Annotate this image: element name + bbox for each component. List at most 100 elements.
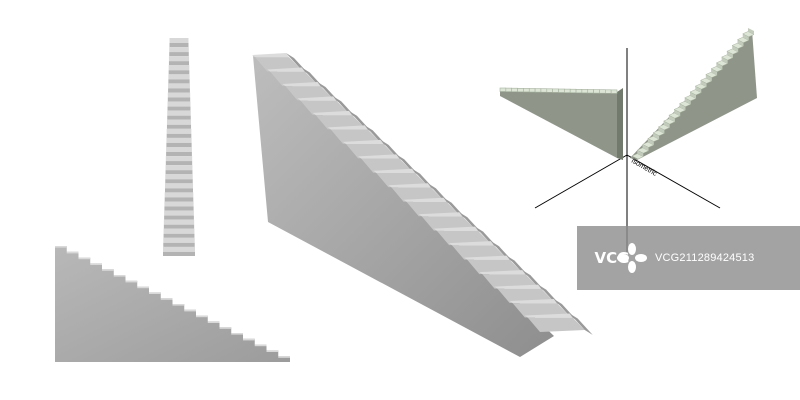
stair-tread: [403, 197, 447, 202]
profile-step-edge: [266, 350, 279, 352]
iso-riser: [705, 74, 712, 82]
stair-tread: [327, 125, 368, 130]
stair-riser: [163, 224, 195, 229]
iso-riser: [748, 28, 754, 35]
iso-left-staircase: [499, 87, 623, 160]
iso-riser: [700, 80, 707, 87]
iso-left-side: [500, 90, 617, 158]
stair-riser: [165, 170, 193, 175]
watermark-banner: VCG VCG211289424513: [577, 226, 800, 290]
stair-tread: [494, 284, 542, 289]
stair-riser: [166, 142, 192, 147]
profile-step-edge: [172, 304, 185, 306]
profile-step-edge: [113, 275, 126, 277]
iso-axis-left: [534, 154, 628, 209]
stair-riser: [167, 97, 191, 102]
stair-tread: [312, 110, 353, 116]
iso-riser: [674, 109, 681, 116]
stair-riser: [168, 61, 190, 66]
stair-tread: [358, 154, 400, 159]
stair-riser: [163, 251, 195, 256]
stair-riser: [163, 242, 195, 247]
perspective-side-wall: [253, 56, 554, 357]
stair-tread: [509, 299, 557, 304]
watermark-id: VCG211289424513: [655, 252, 755, 264]
stair-tread: [169, 47, 189, 53]
iso-step: [558, 88, 565, 93]
stair-tread: [433, 226, 479, 231]
stair-riser: [270, 71, 317, 86]
stair-tread: [166, 147, 192, 152]
stair-tread: [164, 192, 194, 198]
profile-step-edge: [196, 315, 208, 318]
stair-riser: [345, 144, 396, 159]
iso-step: [575, 89, 583, 94]
stair-riser: [300, 100, 349, 115]
stair-riser: [164, 215, 194, 220]
profile-step-edge: [219, 327, 232, 329]
stair-riser: [169, 42, 189, 48]
iso-riser: [716, 62, 723, 70]
iso-step: [564, 88, 571, 93]
stair-riser: [376, 172, 428, 188]
stair-tread: [282, 81, 321, 87]
stair-riser: [168, 70, 190, 75]
stair-tread: [163, 228, 195, 234]
iso-step: [534, 88, 542, 93]
stair-riser: [166, 151, 192, 157]
iso-riser: [695, 86, 702, 93]
flower-icon: [617, 243, 647, 273]
stair-tread: [252, 53, 290, 58]
vcg-logo: VCG: [577, 226, 647, 290]
stair-riser: [163, 233, 195, 238]
stair-tread: [297, 96, 337, 101]
stair-tread: [464, 255, 510, 260]
profile-step-edge: [184, 309, 196, 312]
iso-riser: [732, 45, 739, 52]
profile-step-edge: [90, 263, 102, 265]
stair-tread: [167, 110, 191, 116]
iso-riser: [658, 126, 665, 134]
stair-tread: [163, 246, 195, 252]
profile-step-edge: [102, 269, 114, 271]
iso-riser: [737, 39, 744, 47]
stair-riser: [512, 303, 570, 318]
iso-riser: [668, 115, 675, 122]
iso-step: [599, 89, 606, 94]
profile-step-edge: [55, 246, 67, 248]
iso-step: [610, 89, 618, 94]
iso-riser: [642, 144, 649, 151]
stair-riser: [482, 274, 538, 289]
stair-riser: [406, 201, 459, 217]
stair-riser: [164, 197, 194, 202]
stair-tread: [524, 313, 573, 318]
iso-step: [523, 88, 530, 93]
stair-riser: [436, 230, 491, 246]
profile-step-edge: [137, 286, 149, 289]
iso-riser: [679, 103, 686, 111]
iso-step: [569, 88, 577, 93]
stair-tread: [267, 67, 305, 72]
stair-riser: [167, 115, 191, 120]
stair-tread: [479, 270, 526, 275]
iso-riser: [647, 138, 654, 146]
iso-step: [517, 88, 524, 93]
profile-step-edge: [278, 356, 290, 358]
iso-step: [540, 88, 548, 93]
profile-step-edge: [254, 344, 267, 347]
stair-tread: [166, 128, 192, 134]
stair-tread: [373, 168, 416, 173]
stair-riser: [330, 129, 380, 144]
stair-riser: [166, 124, 192, 129]
iso-step: [604, 89, 612, 94]
stair-tread: [165, 165, 193, 171]
iso-step: [505, 87, 513, 92]
stair-riser: [527, 317, 585, 332]
stair-end: [569, 313, 593, 335]
stair-tread: [388, 183, 431, 188]
stair-tread: [164, 210, 194, 216]
iso-riser: [726, 51, 733, 58]
iso-riser: [663, 121, 670, 128]
stair-riser: [285, 86, 333, 101]
stair-tread: [165, 156, 193, 162]
